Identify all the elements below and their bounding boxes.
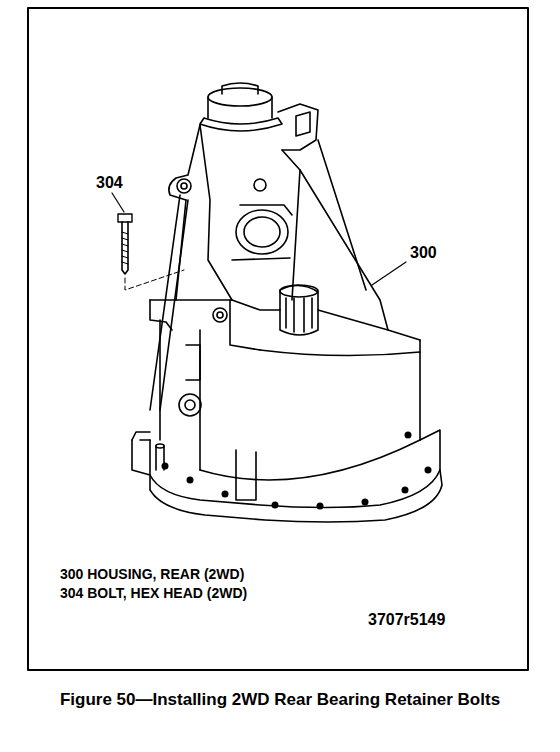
- figure-caption: Figure 50—Installing 2WD Rear Bearing Re…: [20, 690, 540, 710]
- callout-number: 300: [410, 244, 437, 262]
- callout-number: 304: [96, 174, 123, 192]
- figure-code: 3707r5149: [368, 611, 445, 629]
- part-legend: 300 HOUSING, REAR (2WD): [60, 566, 244, 582]
- part-legend: 304 BOLT, HEX HEAD (2WD): [60, 585, 247, 601]
